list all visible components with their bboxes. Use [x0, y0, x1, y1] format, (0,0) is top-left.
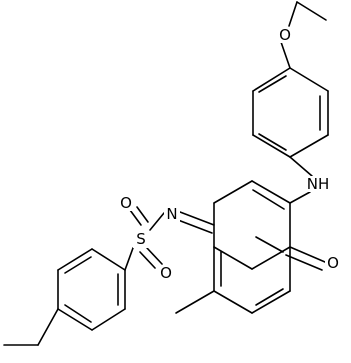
bond — [136, 206, 149, 223]
bond — [139, 251, 156, 269]
ethoxyphenyl-ring — [252, 67, 329, 158]
amine-label: NH — [307, 175, 330, 193]
bond — [258, 133, 287, 151]
bond — [175, 290, 215, 314]
sulfonyl-oxygen-bottom-label: O — [160, 264, 172, 282]
bond — [289, 156, 313, 177]
quinone-ring — [213, 180, 326, 271]
bond — [177, 219, 213, 234]
bond — [124, 247, 134, 271]
bond — [149, 212, 165, 231]
bond — [288, 1, 298, 27]
bond — [57, 308, 93, 331]
bond — [91, 248, 126, 271]
ether-oxygen-label: O — [279, 26, 291, 44]
bond — [289, 191, 311, 204]
bond — [251, 180, 291, 204]
bond — [296, 1, 327, 21]
benzo-ring — [175, 236, 291, 314]
bond — [64, 256, 92, 274]
bond — [252, 134, 291, 158]
bond — [289, 67, 329, 92]
atom-labels: O NH N S O O O — [118, 26, 341, 282]
bond — [179, 211, 215, 226]
bond — [289, 134, 329, 158]
bond — [280, 41, 291, 69]
bond — [64, 304, 92, 323]
sulfur-label: S — [136, 230, 146, 248]
bond — [57, 248, 93, 271]
bond — [252, 67, 291, 92]
bond — [255, 236, 284, 253]
bond — [213, 180, 253, 204]
ketone-oxygen-label: O — [327, 254, 339, 272]
bond — [285, 254, 323, 271]
ethoxy-group — [280, 1, 327, 69]
sulfonyl-oxygen-top-label: O — [120, 194, 132, 212]
bond — [37, 308, 59, 346]
bond — [213, 246, 253, 270]
ethyl-group — [3, 308, 59, 346]
bond — [91, 308, 126, 331]
bond — [258, 75, 287, 93]
bond — [251, 290, 291, 314]
sulfonyl-group — [124, 206, 165, 271]
bond — [129, 209, 142, 226]
ethylphenyl-ring — [57, 248, 126, 331]
imine-bond — [177, 211, 215, 234]
imine-nitrogen-label: N — [166, 205, 177, 223]
bond — [252, 189, 285, 210]
bond — [255, 288, 284, 306]
bond — [146, 247, 163, 265]
bond — [213, 290, 253, 314]
amine-linker — [289, 156, 313, 204]
bond — [289, 246, 326, 263]
bond — [251, 246, 291, 270]
